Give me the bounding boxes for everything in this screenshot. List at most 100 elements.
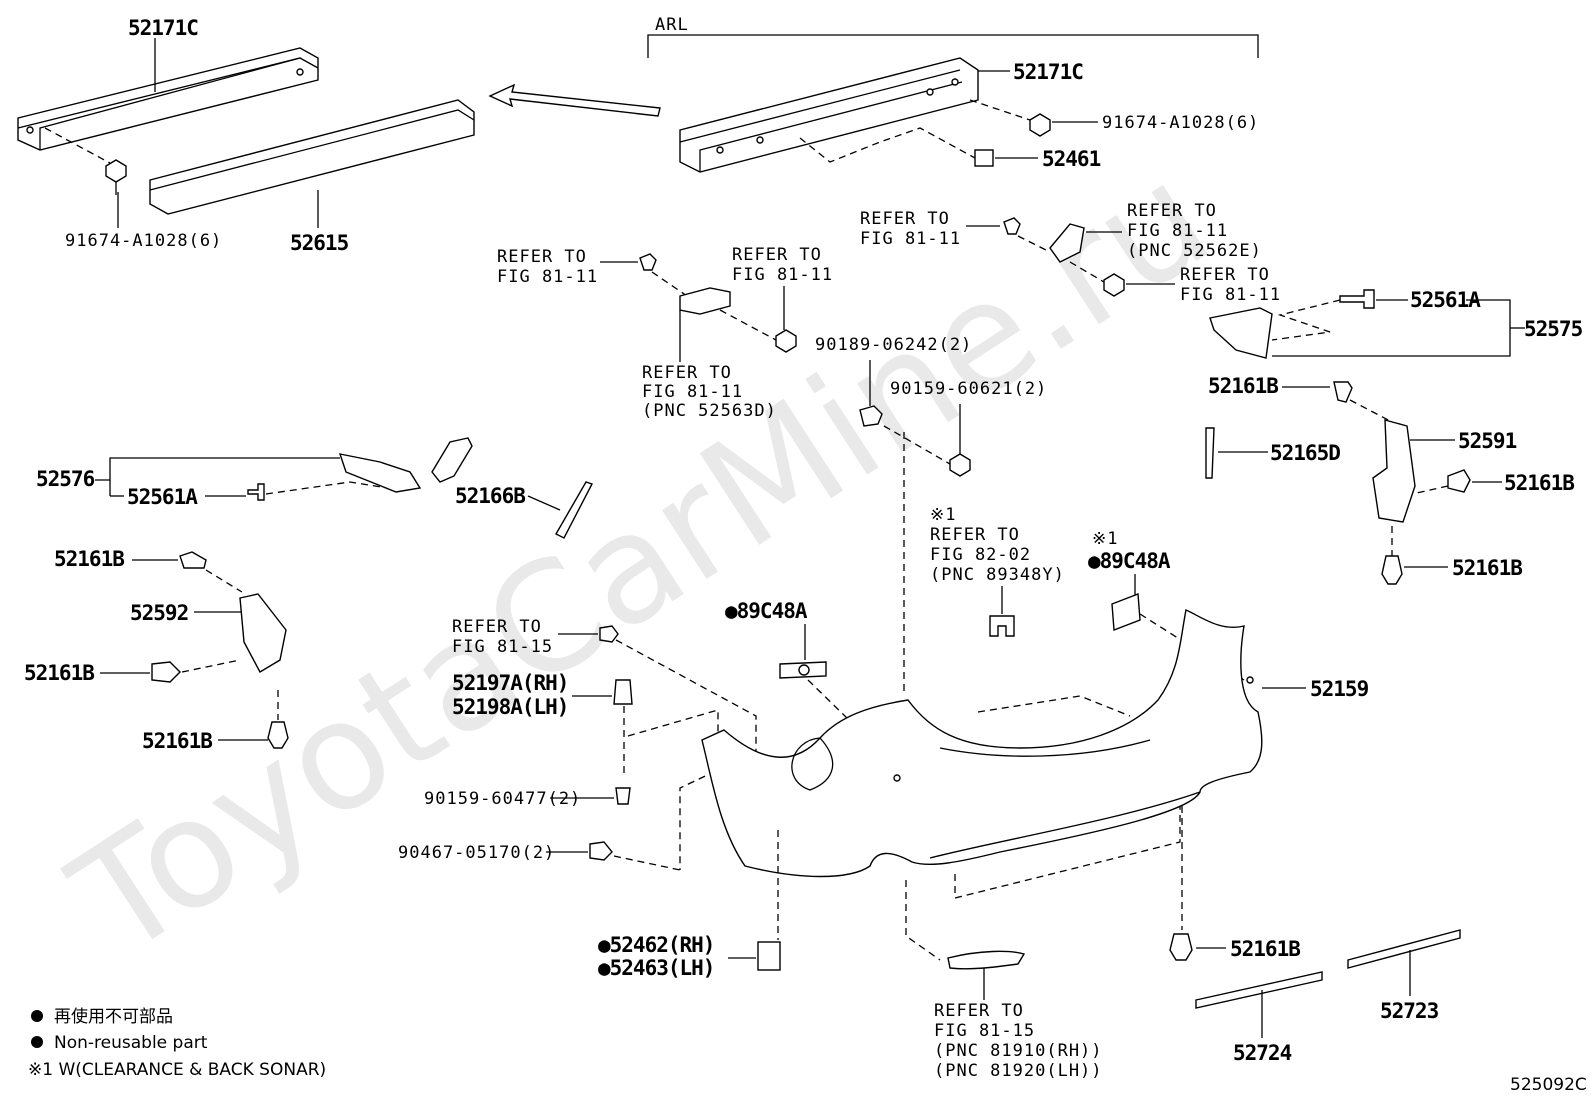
dash-90467 <box>613 855 681 871</box>
dash-spacer <box>799 127 976 163</box>
svg-text:REFER TO: REFER TO <box>1180 265 1270 285</box>
dash-52161B-l1 <box>205 569 243 593</box>
svg-text:FIG 81-15: FIG 81-15 <box>452 637 553 657</box>
label-52575: 52575 <box>1524 317 1583 341</box>
seal-52165D <box>1205 427 1215 479</box>
seal-52166B <box>555 481 593 539</box>
dash-r1 <box>651 271 691 299</box>
clip-r4 <box>1003 217 1021 235</box>
legend-bullet-1 <box>31 1010 43 1022</box>
label-52161B-r2: 52161B <box>1504 471 1574 495</box>
svg-text:(PNC 52563D): (PNC 52563D) <box>642 401 777 421</box>
clip-52161B-l1 <box>179 551 207 569</box>
dash-r6 <box>1069 261 1105 283</box>
svg-text:REFER TO: REFER TO <box>642 363 732 383</box>
bumper-cover-52159 <box>701 609 1263 878</box>
reinforcement-left <box>17 47 319 151</box>
bracket-52576 <box>95 457 340 481</box>
dash-90159-60621 <box>883 425 951 465</box>
label-90467: 90467-05170(2) <box>398 843 555 863</box>
clip-52161B-l3 <box>267 721 289 749</box>
legend-bullet-2 <box>31 1036 43 1048</box>
label-52159: 52159 <box>1310 677 1369 701</box>
clip-52161B-l2 <box>151 661 181 683</box>
svg-text:REFER TO: REFER TO <box>452 617 542 637</box>
dash-52561A-right <box>1271 299 1341 341</box>
label-52197A: 52197A(RH) <box>452 671 568 695</box>
svg-text:REFER TO: REFER TO <box>732 245 822 265</box>
screw-90159-60621 <box>949 453 971 477</box>
svg-text:FIG 81-11: FIG 81-11 <box>1127 221 1228 241</box>
bracket-r7 <box>989 615 1015 637</box>
bolt-right <box>1029 113 1051 137</box>
label-52161B-bottom: 52161B <box>1230 937 1300 961</box>
mark-sonar-right: ※1 <box>1092 529 1118 549</box>
svg-text:FIG 81-11: FIG 81-11 <box>497 267 598 287</box>
label-52592: 52592 <box>130 601 188 625</box>
svg-text:REFER TO: REFER TO <box>497 247 587 267</box>
clip-r1 <box>639 253 657 271</box>
dash-reflector <box>905 880 941 961</box>
ref-r1: REFER TO FIG 81-11 <box>497 247 598 287</box>
dash-r4 <box>1017 235 1051 253</box>
dash-52161B-r2 <box>1411 485 1449 495</box>
reinforcement-right <box>679 57 979 173</box>
svg-text:※1: ※1 <box>930 505 956 525</box>
dash-nut-b <box>627 709 719 870</box>
arl-bracket-line <box>647 34 1259 58</box>
leader-52166B <box>527 495 561 511</box>
label-52161B-l3: 52161B <box>142 729 212 753</box>
label-52561A-left: 52561A <box>127 485 198 509</box>
label-52724: 52724 <box>1233 1041 1292 1065</box>
label-52171C-left: 52171C <box>128 16 198 40</box>
label-bolt-right: 91674-A1028(6) <box>1102 113 1259 133</box>
dash-52161B-l2 <box>181 659 241 673</box>
retainer-upper-right <box>1049 223 1085 263</box>
clip-52161B-bottom <box>1169 933 1193 961</box>
diagram-code: 525092C <box>1510 1075 1587 1095</box>
retainer-center <box>679 287 731 315</box>
label-52461: 52461 <box>1042 147 1101 171</box>
nut-52197A <box>613 679 633 705</box>
dash-cover-inner <box>977 695 1131 717</box>
label-sonar-right: ●89C48A <box>1088 549 1171 573</box>
label-52161B-r1: 52161B <box>1208 374 1278 398</box>
dash-52561A-left <box>265 481 401 495</box>
svg-text:FIG 81-11: FIG 81-11 <box>732 265 833 285</box>
moulding-52723 <box>1347 929 1461 969</box>
svg-text:REFER TO: REFER TO <box>934 1001 1024 1021</box>
svg-text:FIG 81-11: FIG 81-11 <box>860 229 961 249</box>
clip-52161B-r2 <box>1447 469 1471 493</box>
screw-90189 <box>859 405 883 427</box>
label-90159-60621: 90159-60621(2) <box>890 379 1047 399</box>
label-52161B-r3: 52161B <box>1452 556 1522 580</box>
ref-r8: REFER TO FIG 81-15 <box>452 617 553 657</box>
svg-text:(PNC 52562E): (PNC 52562E) <box>1127 241 1262 261</box>
svg-text:REFER TO: REFER TO <box>1127 201 1217 221</box>
svg-text:REFER TO: REFER TO <box>860 209 950 229</box>
svg-text:REFER TO: REFER TO <box>930 525 1020 545</box>
ref-r4: REFER TO FIG 81-11 <box>860 209 961 249</box>
ref-r2: REFER TO FIG 81-11 <box>732 245 833 285</box>
legend-line1: 再使用不可部品 <box>54 1006 173 1027</box>
ref-r3: REFER TO FIG 81-11 (PNC 52563D) <box>642 363 777 421</box>
svg-text:(PNC 89348Y): (PNC 89348Y) <box>930 565 1065 585</box>
bolt-r2 <box>775 329 797 353</box>
clip-52161B-r3 <box>1381 555 1403 585</box>
dash-r2 <box>719 309 777 341</box>
dash-cover-under <box>954 806 1181 899</box>
label-52198A: 52198A(LH) <box>452 695 568 719</box>
absorber-52615 <box>149 99 475 215</box>
label-52161B-l2: 52161B <box>24 661 94 685</box>
clip-90467 <box>589 841 613 861</box>
arl-label: ARL <box>655 15 689 35</box>
dash-bolt-left <box>44 127 111 164</box>
ref-r7: ※1 REFER TO FIG 82-02 (PNC 89348Y) <box>930 505 1065 585</box>
bracket-52592 <box>239 593 287 673</box>
svg-text:FIG 81-11: FIG 81-11 <box>642 382 743 402</box>
label-90159-60477: 90159-60477(2) <box>424 789 581 809</box>
sonar-right <box>1111 593 1141 631</box>
label-52615: 52615 <box>290 231 349 255</box>
bolt-left <box>105 159 127 195</box>
